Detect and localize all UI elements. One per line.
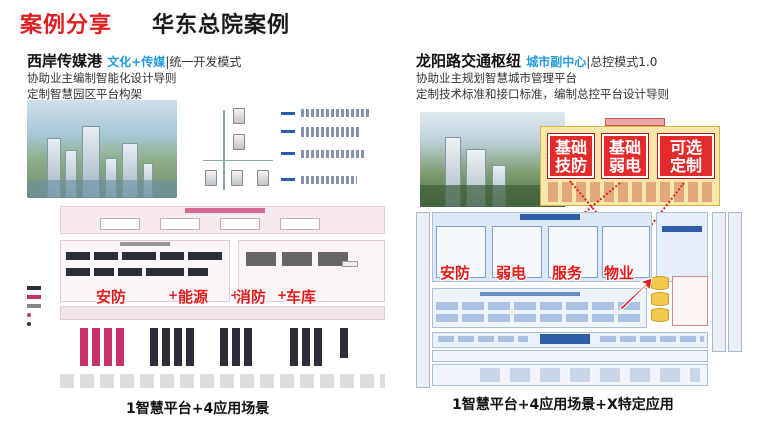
right-label-property: 物业 xyxy=(604,264,635,282)
right-box-optional-custom-l2: 定制 xyxy=(669,156,702,175)
right-project-title: 龙阳路交通枢纽 城市副中心|总控模式1.0 xyxy=(416,50,657,71)
left-label-security: 安防 xyxy=(96,288,127,306)
right-platform-row-2 xyxy=(436,314,644,322)
right-platform-bar xyxy=(480,292,580,296)
right-box-optional-custom: 可选 定制 xyxy=(657,133,715,179)
left-caption: 1智慧平台+4应用场景 xyxy=(126,401,270,417)
right-desc-line-2: 定制技术标准和接口标准，编制总控平台设计导则 xyxy=(416,87,669,101)
left-label-energy: 能源 xyxy=(178,288,209,306)
left-plus-1: + xyxy=(168,288,179,302)
left-project-title: 西岸传媒港 文化+传媒|统一开发模式 xyxy=(27,50,241,71)
right-red-arrow-icon xyxy=(619,277,653,311)
left-plus-2: + xyxy=(230,288,241,302)
right-box-basic-security-l2: 技防 xyxy=(554,156,587,175)
left-label-fire: 消防 xyxy=(236,288,267,306)
right-cloud-items-right xyxy=(600,336,704,342)
right-caption: 1智慧平台+4应用场景+X特定应用 xyxy=(452,397,674,413)
right-x-layer xyxy=(656,212,708,282)
right-app-group-3 xyxy=(548,226,598,278)
right-network-layer xyxy=(432,350,708,362)
left-plus-3: + xyxy=(277,288,288,302)
right-security-column xyxy=(728,212,742,352)
left-aerial-rendering xyxy=(27,100,177,198)
right-data-legend xyxy=(672,276,708,326)
right-platform-row-1 xyxy=(436,302,644,310)
left-project-tag: 文化+传媒 xyxy=(107,55,166,69)
right-top-header xyxy=(605,118,665,126)
right-tech-standard-column xyxy=(712,212,726,352)
left-description: 协助业主编制智能化设计导则 定制智慧园区平台构架 xyxy=(27,70,177,102)
right-description: 协助业主规划智慧城市管理平台 定制技术标准和接口标准，编制总控平台设计导则 xyxy=(416,70,669,102)
right-label-service: 服务 xyxy=(552,264,583,282)
left-project-mode: |统一开发模式 xyxy=(165,55,242,69)
right-top-detail-text xyxy=(548,182,714,202)
right-label-weak: 弱电 xyxy=(496,264,527,282)
right-project-tag: 城市副中心 xyxy=(526,55,587,69)
left-legend xyxy=(27,286,47,346)
left-desc-line-1: 协助业主编制智能化设计导则 xyxy=(27,71,177,85)
right-terminal-items xyxy=(480,368,700,382)
right-box-basic-weak: 基础 弱电 xyxy=(601,133,649,179)
right-ops-center-bar xyxy=(520,214,580,220)
right-app-group-1 xyxy=(436,226,486,278)
right-box-optional-custom-l1: 可选 xyxy=(669,138,702,157)
left-project-name: 西岸传媒港 xyxy=(27,52,103,70)
left-label-garage: 车库 xyxy=(286,288,317,306)
left-network-diagram xyxy=(183,100,373,198)
right-desc-line-1: 协助业主规划智慧城市管理平台 xyxy=(416,71,577,85)
right-data-store-2 xyxy=(651,292,669,306)
right-label-security: 安防 xyxy=(440,264,471,282)
right-x-bar xyxy=(662,226,702,232)
page-subtitle: 华东总院案例 xyxy=(152,13,291,38)
right-box-basic-weak-l1: 基础 xyxy=(608,138,641,157)
right-left-column xyxy=(416,212,430,388)
right-app-group-4 xyxy=(602,226,650,278)
right-box-basic-security-l1: 基础 xyxy=(554,138,587,157)
page-title: 案例分享 xyxy=(20,13,113,38)
right-cloud-items-left xyxy=(438,336,528,342)
right-project-name: 龙阳路交通枢纽 xyxy=(416,52,522,70)
left-platform-architecture xyxy=(60,206,385,391)
right-data-store-3 xyxy=(651,308,669,322)
right-box-basic-security: 基础 技防 xyxy=(547,133,595,179)
right-cloud-center xyxy=(540,334,590,344)
right-project-mode: |总控模式1.0 xyxy=(586,55,658,69)
right-app-group-2 xyxy=(492,226,542,278)
right-box-basic-weak-l2: 弱电 xyxy=(608,156,641,175)
left-desc-line-2: 定制智慧园区平台构架 xyxy=(27,87,142,101)
